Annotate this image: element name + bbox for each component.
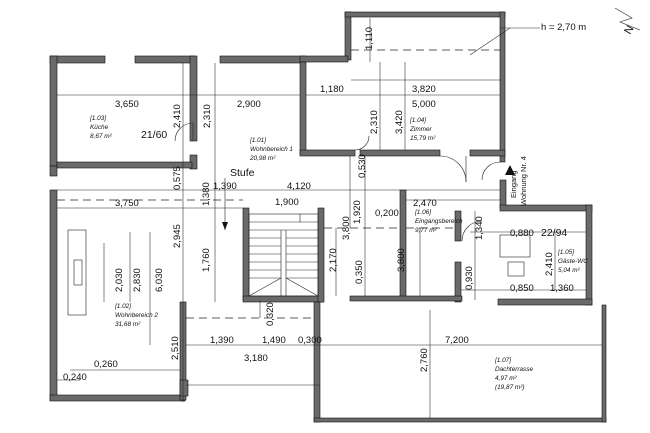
dimension-label: 6,030 (154, 268, 165, 292)
room-label-gaeste-wc: [1.05] Gäste-WC 5,04 m² (557, 249, 588, 274)
room-area: 4,97 m² (495, 375, 518, 382)
room-area-alt: (19,87 m²) (495, 384, 524, 391)
dimension-label: 0,240 (63, 372, 87, 383)
dimension-label: 1,340 (474, 216, 485, 240)
dashed-lines (57, 49, 500, 319)
entrance-arrow-icon (505, 165, 515, 175)
door-ratio-label: 21/60 (141, 129, 167, 141)
room-id: [1.03] (89, 115, 106, 122)
room-name: Küche (90, 124, 109, 131)
north-arrow-icon: N (614, 7, 641, 37)
dimension-label: 0,880 (510, 228, 534, 239)
dimension-label: 0,850 (510, 283, 534, 294)
dimension-label: 3,750 (115, 198, 139, 209)
room-label-zimmer: [1.04] Zimmer 15,79 m² (409, 117, 436, 142)
dimension-label: 0,320 (265, 302, 276, 326)
dimension-label: 3,800 (341, 216, 352, 240)
dimension-label: 0,300 (298, 335, 322, 346)
room-id: [1.02] (114, 303, 131, 310)
room-id: [1.06] (414, 209, 431, 216)
dimension-label: 3,180 (244, 353, 268, 364)
dimension-label: 1,900 (275, 197, 299, 208)
dimension-label: 0,260 (94, 359, 118, 370)
entrance-label: Eingang (509, 170, 518, 198)
dimension-label: 2,510 (170, 336, 181, 360)
entrance-label: Wohnung Nr. 4 (519, 156, 528, 206)
dimension-label: 0,350 (354, 260, 365, 284)
dimension-label: 5,000 (412, 99, 436, 110)
dimension-label: 3,820 (412, 84, 436, 95)
dimension-label: 2,410 (172, 104, 183, 128)
dimension-label: 2,945 (172, 224, 183, 248)
ceiling-height-label: h = 2,70 m (541, 22, 586, 33)
stair-label: Stufe (230, 167, 255, 179)
room-label-eingangsbereich: [1.06] Eingangsbereich 9,77 m² (414, 209, 463, 234)
dimension-label: 2,310 (369, 110, 380, 134)
dimension-label: 1,920 (352, 200, 363, 224)
dimension-texts: 1,110 1,180 3,820 5,000 3,650 2,410 2,31… (63, 27, 574, 383)
dimension-label: 1,360 (550, 283, 574, 294)
walls (49, 11, 607, 423)
room-area: 9,77 m² (415, 227, 438, 234)
dimension-label: 2,410 (544, 252, 555, 276)
dimension-label: 3,420 (394, 110, 405, 134)
dimension-label: 2,760 (419, 348, 430, 372)
room-label-dachterrasse: [1.07] Dachterrasse 4,97 m² (19,87 m²) (494, 357, 533, 391)
dimension-label: 1,390 (213, 181, 237, 192)
door-swings (174, 122, 501, 242)
dimension-label: 2,310 (202, 104, 213, 128)
door-ratio-label: 22/94 (541, 227, 567, 239)
room-id: [1.01] (249, 137, 266, 144)
room-name: Dachterrasse (495, 366, 533, 373)
dimension-label: 0,930 (464, 266, 475, 290)
dimension-label: 4,120 (287, 181, 311, 192)
room-name: Gäste-WC (558, 258, 588, 265)
dimension-label: 0,530 (357, 154, 368, 178)
dimension-lines (57, 18, 602, 418)
dimension-label: 0,575 (172, 166, 183, 190)
room-name: Wohnbereich 1 (250, 146, 293, 153)
north-label: N (622, 24, 636, 37)
dimension-label: 0,200 (375, 208, 399, 219)
room-area: 8,67 m² (90, 133, 113, 140)
room-label-wohnbereich-1: [1.01] Wohnbereich 1 20,98 m² (249, 137, 293, 162)
dimension-label: 3,800 (396, 248, 407, 272)
dimension-label: 1,380 (201, 182, 212, 206)
room-id: [1.07] (494, 357, 511, 364)
dimension-label: 1,390 (210, 335, 234, 346)
dimension-label: 1,490 (262, 335, 286, 346)
dimension-label: 1,760 (201, 248, 212, 272)
dimension-label: 2,830 (132, 268, 143, 292)
dimension-label: 2,900 (237, 99, 261, 110)
room-name: Zimmer (409, 126, 433, 133)
room-id: [1.05] (557, 249, 574, 256)
room-label-kueche: [1.03] Küche 8,67 m² (89, 115, 113, 140)
dimension-label: 2,470 (413, 198, 437, 209)
room-area: 31,68 m² (115, 321, 141, 328)
dimension-label: 1,180 (320, 84, 344, 95)
fixtures (67, 165, 531, 316)
dimension-label: 1,110 (364, 27, 375, 50)
dimension-label: 2,170 (328, 248, 339, 272)
room-name: Eingangsbereich (415, 218, 463, 225)
dimension-label: 2,030 (114, 268, 125, 292)
dimension-label: 7,200 (445, 335, 469, 346)
staircase (248, 213, 319, 297)
dimension-label: 3,650 (115, 99, 139, 110)
room-label-wohnbereich-2: [1.02] Wohnbereich 2 31,68 m² (114, 303, 158, 328)
room-id: [1.04] (409, 117, 426, 124)
room-area: 5,04 m² (558, 267, 581, 274)
room-area: 20,98 m² (249, 155, 276, 162)
room-name: Wohnbereich 2 (115, 312, 158, 319)
room-area: 15,79 m² (410, 135, 436, 142)
